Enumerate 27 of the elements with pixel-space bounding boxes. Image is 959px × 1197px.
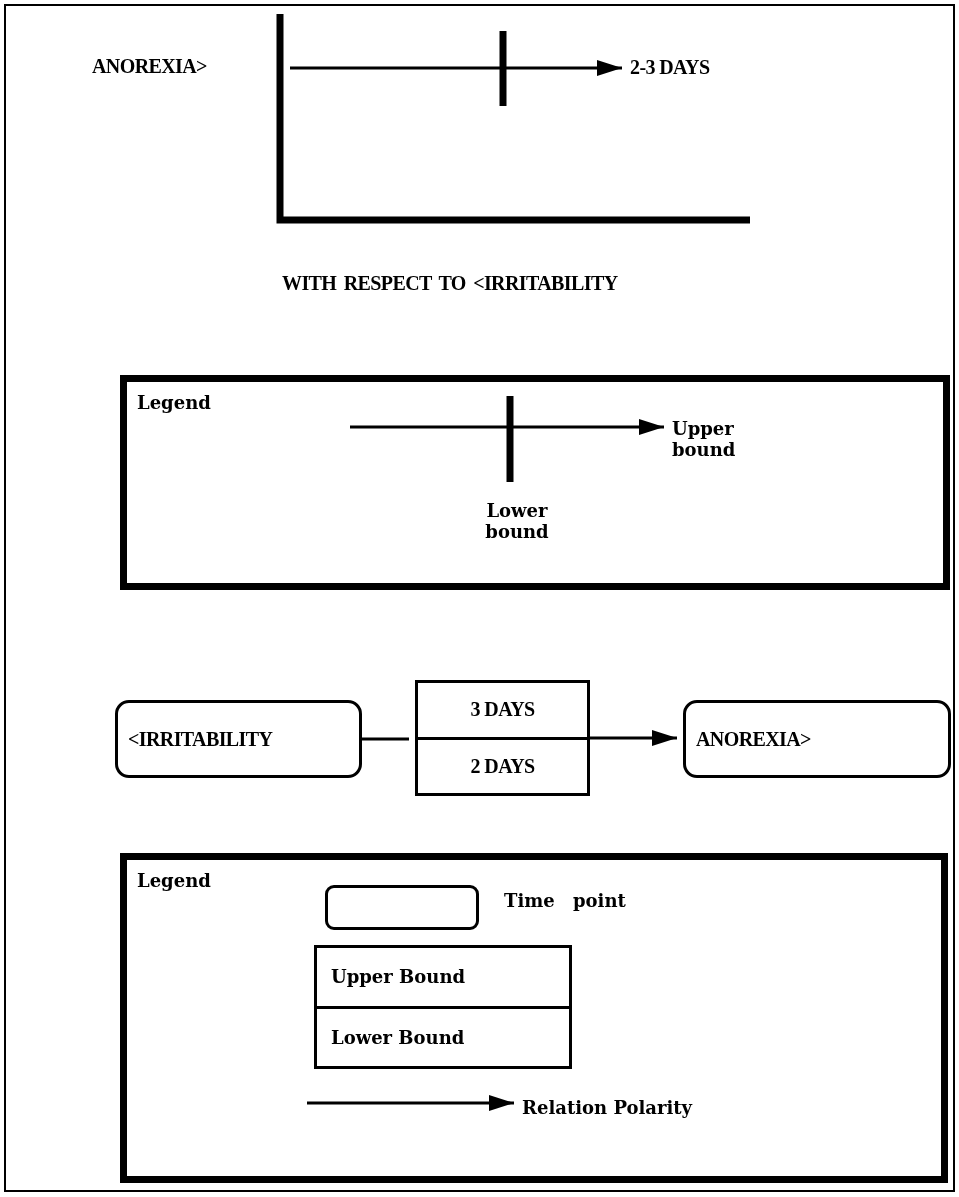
legend-panel bbox=[120, 853, 948, 1183]
legend-heading: Legend bbox=[137, 392, 211, 413]
variable-label: ANOREXIA> bbox=[92, 55, 207, 78]
arrow bbox=[590, 730, 677, 746]
bound-value: Lower Bound bbox=[331, 1026, 465, 1048]
bound-value: 3 DAYS bbox=[470, 698, 535, 722]
arrow bbox=[350, 419, 664, 435]
bound-label: Upper bound bbox=[672, 419, 754, 461]
connector-line bbox=[362, 737, 409, 741]
legend-text: Time point bbox=[504, 890, 626, 911]
legend-heading: Legend bbox=[137, 870, 211, 891]
bounds-box bbox=[314, 945, 572, 1069]
time-point-sample bbox=[325, 885, 479, 930]
time-point-box bbox=[115, 700, 362, 778]
event-label: <IRRITABILITY bbox=[128, 727, 273, 751]
time-point-box bbox=[683, 700, 951, 778]
bound-label: Lower bound bbox=[475, 501, 559, 543]
range-label: 2-3 DAYS bbox=[630, 56, 710, 79]
bound-value: 2 DAYS bbox=[470, 754, 535, 778]
relation-label: Relation Polarity bbox=[522, 1097, 693, 1118]
bound-value: Upper Bound bbox=[331, 966, 466, 988]
arrow bbox=[290, 60, 622, 76]
arrow bbox=[307, 1095, 514, 1111]
legend-panel bbox=[120, 375, 950, 590]
reference-label: WITH RESPECT TO <IRRITABILITY bbox=[282, 272, 618, 295]
event-label: ANOREXIA> bbox=[696, 727, 811, 751]
bounds-box bbox=[415, 680, 590, 796]
